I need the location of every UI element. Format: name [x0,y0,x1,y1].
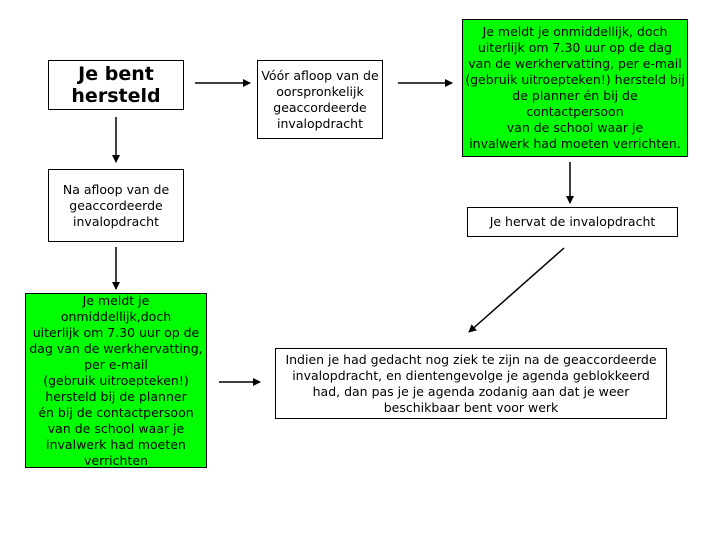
report-bottom-node: Je meldt je onmiddellijk,doch uiterlijk … [25,293,207,468]
note-node: Indien je had gedacht nog ziek te zijn n… [275,348,667,419]
start-node: Je bent hersteld [48,60,184,110]
resume-node: Je hervat de invalopdracht [467,207,678,237]
arrow-resume-to-note [468,247,565,333]
after-end-node: Na afloop van de geaccordeerde invalopdr… [48,169,184,242]
before-end-node: Vóór afloop van de oorspronkelijk geacco… [257,60,383,139]
report-top-node: Je meldt je onmiddellijk, doch uiterlijk… [462,19,688,157]
